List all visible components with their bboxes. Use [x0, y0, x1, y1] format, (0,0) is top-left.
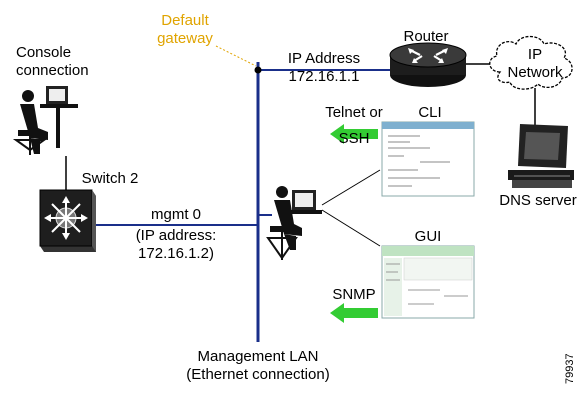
default-gateway-label: Default gateway: [157, 12, 213, 47]
cloud-icon: [489, 35, 573, 90]
gui-label: GUI: [414, 228, 442, 245]
snmp-label: SNMP: [332, 286, 376, 303]
switch-label: Switch 2: [81, 170, 139, 187]
gui-window: [381, 245, 475, 319]
cli-window: [381, 121, 475, 197]
router-ip-label: IP Address 172.16.1.1: [287, 50, 361, 85]
telnet-ssh-arrow: [330, 124, 378, 144]
admin-cli-link: [321, 169, 381, 206]
ip-network-label: IP Network: [507, 46, 563, 81]
router-label: Router: [403, 28, 449, 45]
router-icon: [389, 42, 467, 87]
gateway-leader: [215, 45, 257, 67]
console-person-icon: [12, 86, 78, 155]
admin-person-icon: [266, 186, 322, 260]
switch-icon: [39, 189, 96, 252]
admin-gui-link: [321, 209, 381, 247]
telnet-ssh-label: Telnet or SSH: [325, 104, 383, 147]
dns-server-icon: [508, 124, 574, 188]
management-lan-label: Management LAN (Ethernet connection): [186, 348, 330, 383]
figure-number: 79937: [564, 353, 576, 384]
dns-server-label: DNS server: [499, 192, 577, 209]
cli-label: CLI: [418, 104, 442, 121]
mgmt-label: mgmt 0 (IP address: 172.16.1.2): [135, 206, 217, 262]
console-connection-label: Console connection: [16, 44, 89, 79]
snmp-arrow: [330, 303, 378, 323]
gateway-junction: [254, 66, 262, 74]
